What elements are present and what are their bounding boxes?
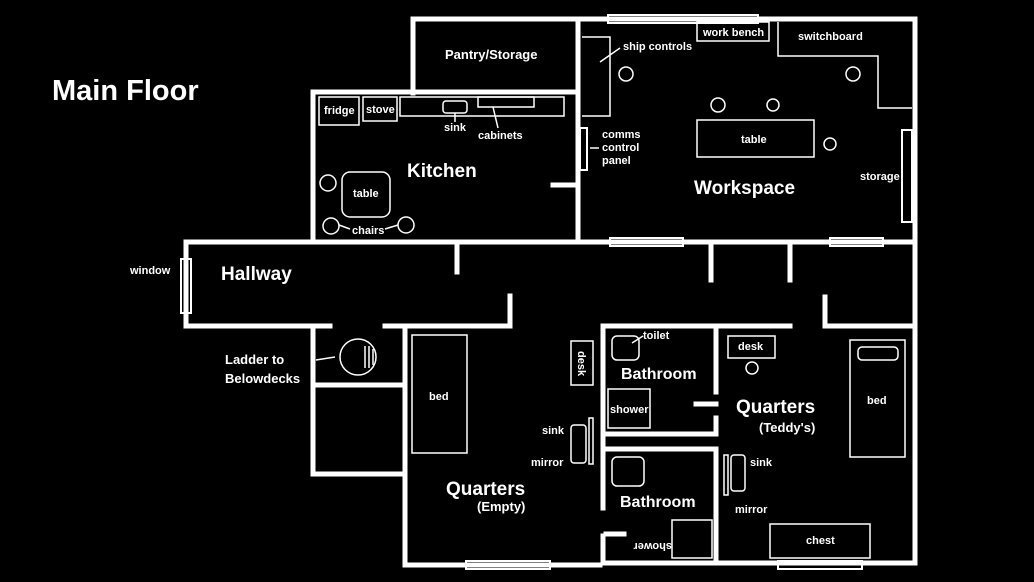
ladder-label-line1: Ladder to	[225, 352, 284, 367]
label-stove: stove	[366, 104, 395, 116]
label-bed-empty: bed	[429, 391, 449, 403]
label-desk-teddy: desk	[738, 341, 764, 353]
room-kitchen: Kitchen	[407, 161, 477, 182]
label-switchboard: switchboard	[798, 31, 863, 43]
ladder-label-line2: Belowdecks	[225, 371, 300, 386]
room-quarters-teddy: Quarters	[736, 397, 815, 418]
label-window: window	[129, 265, 171, 277]
label-fridge: fridge	[324, 105, 355, 117]
windows	[180, 14, 913, 570]
label-sink-kitchen: sink	[444, 122, 467, 134]
room-bathroom-top: Bathroom	[621, 366, 697, 383]
label-work-table: table	[741, 134, 767, 146]
desk-teddy-shape	[727, 335, 776, 359]
room-pantry: Pantry/Storage	[445, 47, 537, 62]
label-bed-teddy: bed	[867, 395, 887, 407]
label-comms-1: comms	[602, 129, 641, 141]
label-chairs: chairs	[352, 225, 384, 237]
label-comms-3: panel	[602, 155, 631, 167]
label-shower-top: shower	[610, 404, 649, 416]
label-sink-empty: sink	[542, 425, 565, 437]
label-toilet: toilet	[643, 330, 670, 342]
stove-box	[362, 96, 398, 122]
furniture	[315, 21, 912, 559]
chest-shape	[769, 523, 871, 559]
label-kitchen-table: table	[353, 188, 379, 200]
label-ship-controls: ship controls	[623, 41, 692, 53]
room-quarters-teddy-sub: (Teddy's)	[759, 420, 815, 435]
room-quarters-empty: Quarters	[446, 479, 525, 500]
label-cabinets: cabinets	[478, 130, 523, 142]
label-sink-teddy: sink	[750, 457, 773, 469]
room-workspace: Workspace	[694, 178, 795, 199]
label-comms-2: control	[602, 142, 639, 154]
label-desk-empty: desk	[575, 351, 587, 377]
room-bathroom-bottom: Bathroom	[620, 494, 696, 511]
label-shower-bottom: shower	[633, 540, 672, 552]
bed-empty-shape	[411, 334, 468, 454]
kitchen-table-shape	[341, 171, 391, 218]
room-quarters-empty-sub: (Empty)	[477, 499, 525, 514]
page-title: Main Floor	[52, 75, 199, 107]
label-storage: storage	[860, 171, 900, 183]
label-work-bench: work bench	[702, 27, 764, 39]
desk-empty-shape	[570, 340, 594, 386]
label-mirror-teddy: mirror	[735, 504, 768, 516]
walls	[183, 16, 918, 568]
fridge-box	[318, 96, 360, 126]
label-chest: chest	[806, 535, 835, 547]
work-table-shape	[696, 119, 815, 158]
work-bench-box	[696, 21, 770, 42]
room-hallway: Hallway	[221, 264, 292, 285]
label-mirror-empty: mirror	[531, 457, 564, 469]
bed-teddy-shape	[849, 339, 906, 458]
